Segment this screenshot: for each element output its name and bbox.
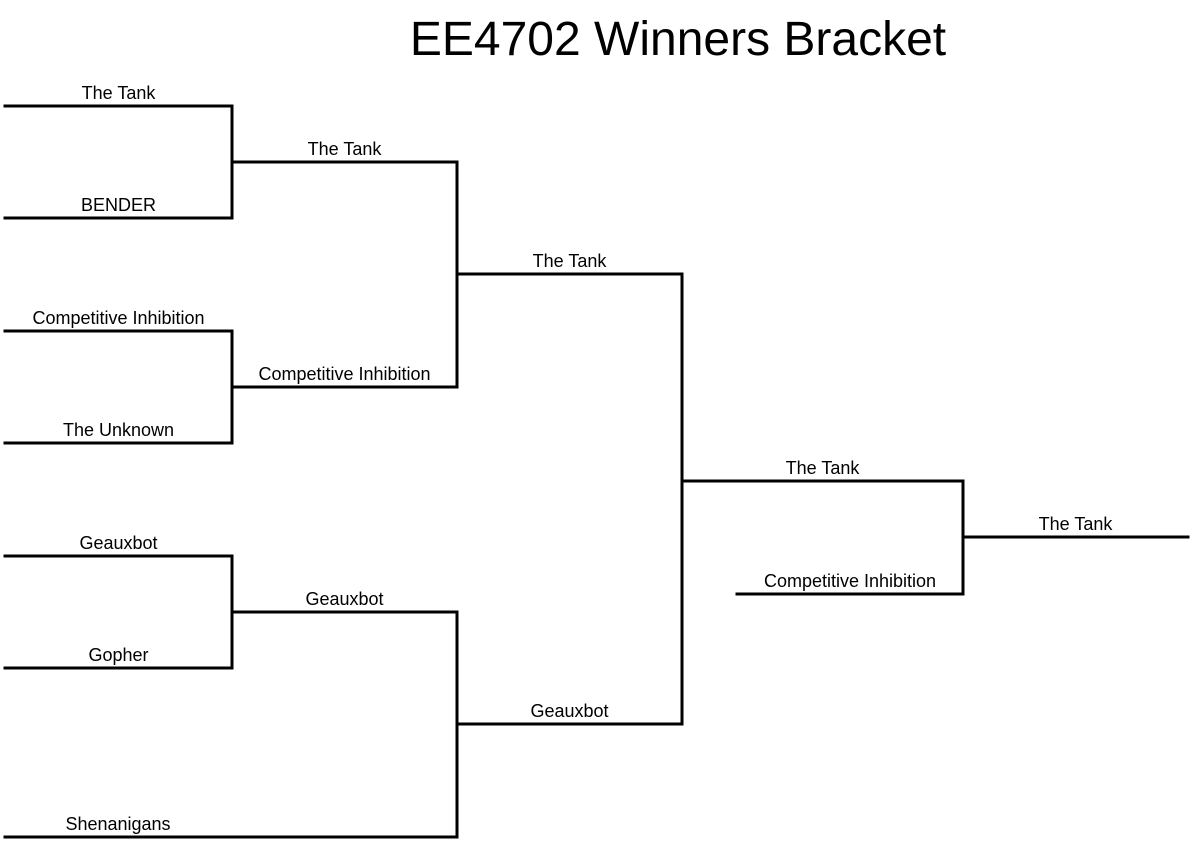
team-name-round1: BENDER (81, 195, 156, 215)
team-name-round2: Competitive Inhibition (258, 364, 430, 384)
team-name-round1: The Tank (82, 83, 157, 103)
team-name-round2: The Tank (308, 139, 383, 159)
team-name-round3: Geauxbot (530, 701, 608, 721)
team-name-round1: The Unknown (63, 420, 174, 440)
team-name-champion: The Tank (1039, 514, 1114, 534)
team-name-round4: Competitive Inhibition (764, 571, 936, 591)
bracket-title: EE4702 Winners Bracket (409, 13, 947, 66)
team-name-round1: Competitive Inhibition (32, 308, 204, 328)
team-name-round1: Shenanigans (65, 814, 170, 834)
team-name-round1: Gopher (88, 645, 148, 665)
team-name-round4: The Tank (786, 458, 861, 478)
team-name-round3: The Tank (533, 251, 608, 271)
team-name-round1: Geauxbot (79, 533, 157, 553)
team-name-round2: Geauxbot (305, 589, 383, 609)
